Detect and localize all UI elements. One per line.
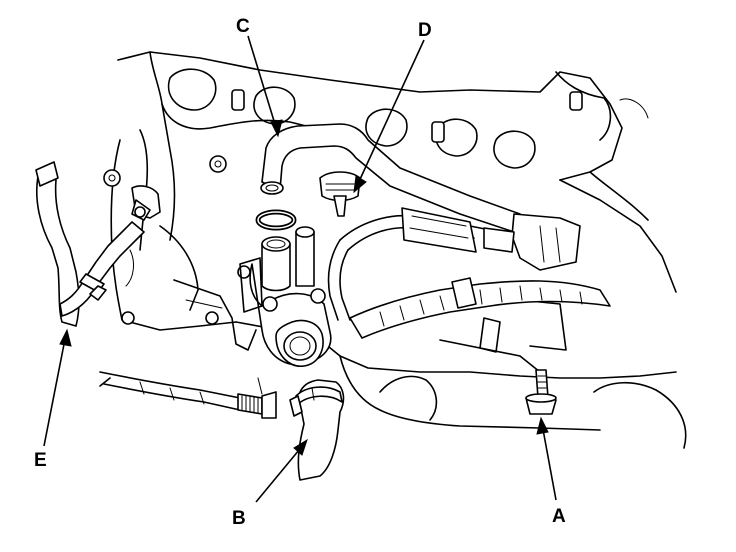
- arrowhead-a: [536, 416, 549, 435]
- thermostat-housing: [237, 226, 332, 367]
- leader-d: [355, 39, 425, 189]
- arrowhead-e: [59, 328, 72, 347]
- lower-radiator-hose: [289, 379, 345, 481]
- bypass-hose: [35, 161, 145, 327]
- arrowhead-b: [293, 438, 308, 456]
- wiring-harness: [327, 207, 611, 339]
- callout-label-b: B: [232, 508, 246, 529]
- leader-b: [255, 443, 305, 503]
- arrowhead-d: [353, 175, 367, 194]
- callout-label-e: E: [34, 450, 47, 471]
- callout-label-d: D: [418, 20, 432, 41]
- leader-c: [247, 35, 279, 135]
- temperature-sensor: [131, 185, 161, 221]
- callout-label-a: A: [552, 506, 566, 527]
- o-ring: [255, 209, 297, 231]
- cylinder-head: [117, 51, 677, 293]
- callout-leaders: [43, 35, 557, 503]
- callout-label-c: C: [236, 16, 250, 37]
- mounting-bolt: [525, 369, 557, 415]
- leader-e: [43, 333, 67, 447]
- leader-a: [541, 423, 557, 501]
- callout-labels: C D E B A: [34, 16, 566, 529]
- lower-cable: [99, 371, 277, 419]
- engine-block: [103, 103, 687, 449]
- arrowhead-c: [270, 119, 283, 138]
